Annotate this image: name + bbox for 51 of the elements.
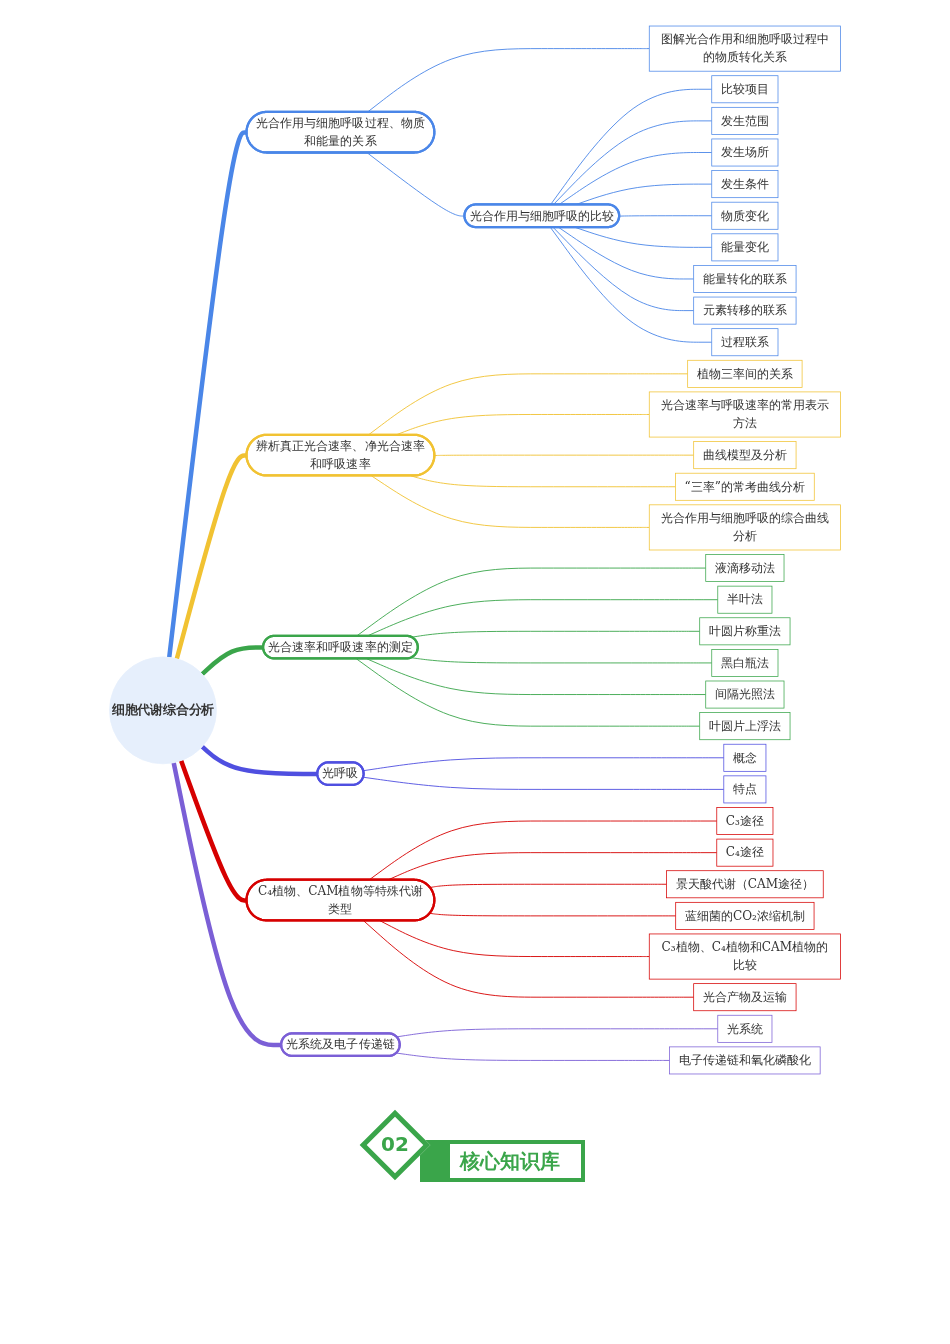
- node-box: 半叶法: [717, 585, 773, 614]
- node-box: 过程联系: [711, 328, 779, 357]
- node-box: 叶圆片称重法: [699, 617, 791, 646]
- node-box: 曲线模型及分析: [693, 441, 797, 470]
- node-box: 光系统: [717, 1014, 773, 1043]
- connector: [396, 1028, 719, 1038]
- node-box: 发生范围: [711, 106, 779, 135]
- node-box: 物质变化: [711, 201, 779, 230]
- node-box: C₃植物、C₄植物和CAM植物的比较: [648, 933, 841, 980]
- node-box: 蓝细菌的CO₂浓缩机制: [675, 901, 815, 930]
- node-box: 元素转移的联系: [693, 296, 797, 325]
- section-number: 02: [380, 1132, 410, 1156]
- node-box: 光合速率与呼吸速率的常用表示方法: [648, 391, 841, 438]
- connector: [396, 1052, 671, 1061]
- node-box: 间隔光照法: [705, 680, 785, 709]
- node-box: 光合产物及运输: [693, 983, 797, 1012]
- node-box: 发生条件: [711, 170, 779, 199]
- node-box: 黑白瓶法: [711, 649, 779, 677]
- node-box: 图解光合作用和细胞呼吸过程中的物质转化关系: [648, 25, 841, 72]
- connector: [429, 883, 667, 888]
- node-box: 植物三率间的关系: [687, 359, 803, 388]
- connector: [363, 757, 725, 772]
- connector: [200, 645, 264, 676]
- node-box: C₄途径: [716, 838, 774, 867]
- node-box: 能量变化: [711, 233, 779, 262]
- node-box: 叶圆片上浮法: [699, 712, 791, 741]
- connector: [619, 215, 713, 217]
- connector: [363, 776, 725, 790]
- node-box: 电子传递链和氧化磷酸化: [669, 1046, 821, 1075]
- connector: [363, 920, 695, 998]
- node-box: “三率”的常考曲线分析: [675, 472, 815, 501]
- connector: [174, 453, 247, 660]
- connector: [411, 630, 701, 638]
- section-title: 核心知识库: [460, 1148, 560, 1175]
- node-circle: 细胞代谢综合分析: [109, 656, 217, 765]
- node-box: 概念: [723, 743, 767, 772]
- node-box: 光合作用与细胞呼吸的综合曲线分析: [648, 504, 841, 551]
- node-box: 液滴移动法: [705, 554, 785, 582]
- connector: [200, 744, 318, 777]
- node-box: 特点: [723, 775, 767, 804]
- node-box: 发生场所: [711, 138, 779, 167]
- connector: [429, 912, 677, 917]
- node-box: 比较项目: [711, 75, 779, 104]
- connector: [171, 762, 282, 1048]
- connector: [371, 475, 650, 528]
- node-box: 能量转化的联系: [693, 265, 797, 293]
- connector: [434, 454, 695, 456]
- node-box: C₃途径: [716, 807, 774, 835]
- connector: [179, 759, 247, 903]
- connector: [411, 657, 713, 664]
- node-box: 景天酸代谢（CAM途径）: [666, 870, 824, 899]
